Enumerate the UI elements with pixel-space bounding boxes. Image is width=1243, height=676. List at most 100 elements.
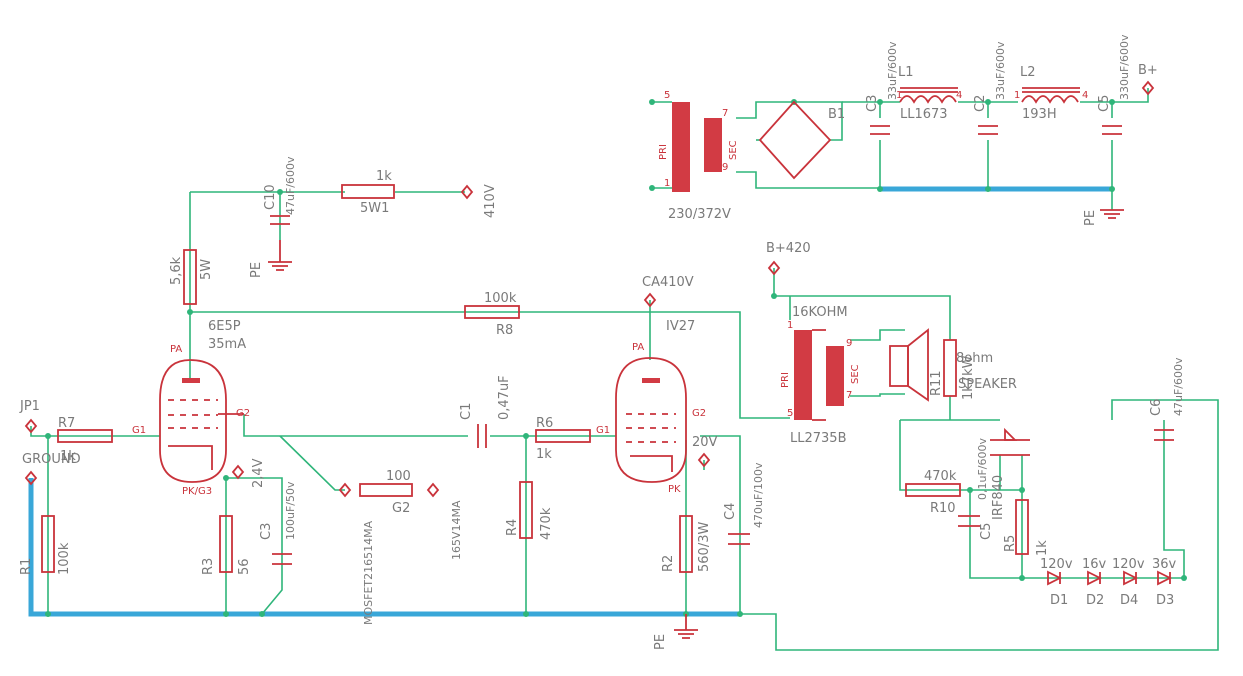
ps-capacitors [870,125,1122,135]
label-r8-value: 100k [484,291,517,306]
label-pt-sec: SEC [728,140,739,160]
r6-resistor [535,429,591,443]
label-pt-pri: PRI [658,144,669,160]
c5-small-capacitor [958,515,980,527]
label-c3-value: 100uF/50v [284,481,297,540]
r-100-g2-resistor [338,482,440,498]
label-d1: D1 [1050,593,1068,608]
label-2-4v: 2,4V [251,458,266,488]
label-r4-value: 470k [539,507,554,540]
label-5w1: 5W1 [360,201,389,216]
junction-dots [45,99,1187,617]
label-pt-pin9: 9 [722,162,728,173]
label-mosfet1: MOSFET216514MA [362,520,375,625]
label-d2-voltage: 16v [1082,557,1107,572]
label-pa1: PA [170,344,182,355]
label-l1: L1 [898,65,914,80]
label-c5-ps-value: 330uF/600v [1118,34,1131,100]
label-g1-right: G1 [596,425,610,436]
mosfet-irf840 [990,427,1030,456]
label-d3: D3 [1156,593,1174,608]
connector-20v [697,452,711,468]
label-c1: C1 [459,403,474,420]
choke-l2 [1021,87,1080,104]
label-c4: C4 [723,503,738,520]
label-r5: R5 [1003,535,1018,552]
r1-resistor [41,515,55,573]
r5-resistor [1015,499,1029,555]
label-pt-voltages: 230/372V [668,207,731,222]
label-ot-pri: PRI [780,372,791,388]
label-r11: R11 [929,370,944,396]
label-tube1-name: 6E5P [208,319,241,334]
label-r3: R3 [201,558,216,575]
label-r2: R2 [661,555,676,572]
label-tube2-name: IV27 [666,319,695,334]
output-transformer-ll2735b [794,329,844,421]
label-ot-pin9: 9 [846,338,852,349]
label-c-01uf: 0,1uF/600v [976,438,989,500]
label-r-1k: 1k [376,169,392,184]
r11-resistor [943,339,957,397]
label-r10-value: 470k [924,469,957,484]
label-c2-ps: C2 [973,95,988,112]
r2-resistor [679,515,693,573]
c10-capacitor [268,215,292,271]
label-c6-value: 47uF/600v [1172,357,1185,416]
c1-capacitor [477,424,487,448]
r10-resistor [905,483,961,497]
label-5-6k: 5,6k [169,256,184,285]
label-g2-left: G2 [236,408,250,419]
label-r11-value: 1k7kW [961,355,976,400]
r8-resistor [464,305,520,319]
label-c10: C10 [263,184,278,210]
label-pt-pin7: 7 [722,108,728,119]
label-c2-ps-value: 33uF/600v [994,41,1007,100]
label-c3-ps-value: 33uF/600v [886,41,899,100]
r4-resistor [519,481,533,539]
bridge-rectifier-b1 [758,100,832,180]
label-r5-value: 1k [1035,540,1050,556]
connector-2-4v [231,464,245,480]
label-ca410v: CA410V [642,275,694,290]
power-transformer [672,102,722,192]
label-g2-right: G2 [692,408,706,419]
jp1-connector [24,418,38,486]
label-r2-value: 560/3W [697,522,712,572]
label-pe-bottom: PE [653,634,668,650]
label-r1-value: 100k [57,542,72,575]
label-d1-voltage: 120v [1040,557,1073,572]
connector-ca410v [643,292,657,308]
zener-diodes [1047,570,1173,586]
connector-b-420 [767,260,781,276]
label-speaker-8ohm: 8ohm [956,351,993,366]
label-ground: GROUND [22,452,81,467]
label-b-plus: B+ [1138,63,1158,78]
label-irf840: IRF840 [991,475,1006,520]
label-mosfet2: 165V14MA [450,500,463,560]
label-b-420: B+420 [766,241,811,256]
c6-capacitor [1154,429,1174,441]
tube1-6e5p [159,359,244,483]
label-16kohm: 16KOHM [792,305,848,320]
label-pt-pin5: 5 [664,90,670,101]
label-r1: R1 [19,558,34,575]
label-410v: 410V [483,184,498,218]
r7-resistor [57,429,113,443]
label-c4-value: 470uF/100v [752,462,765,528]
label-pk-g3: PK/G3 [182,486,212,497]
label-l1-type: LL1673 [900,107,948,122]
label-r4: R4 [505,519,520,536]
c3-capacitor [272,553,292,565]
ground-bus [28,186,1112,617]
r-5-6k-resistor [183,249,197,305]
tube2-iv27 [615,357,687,483]
label-l2-pin1: 1 [1014,90,1020,101]
label-5w: 5W [199,259,214,280]
label-r10: R10 [930,501,956,516]
label-ot-pin7: 7 [846,390,852,401]
label-pe-ps: PE [1083,210,1098,226]
r3-resistor [219,515,233,573]
choke-l1 [899,87,958,104]
